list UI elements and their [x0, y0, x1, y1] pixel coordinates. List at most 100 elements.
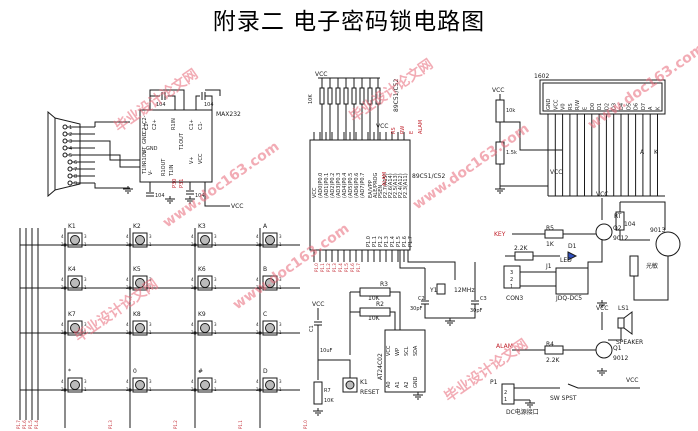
relay-label: J1	[545, 263, 552, 270]
key-label: K9	[198, 311, 206, 318]
junction-dot	[258, 388, 262, 392]
mcu-pin: P1.3	[384, 236, 390, 247]
lcd-pin: K	[656, 106, 662, 110]
resistor-value: 10K	[308, 94, 314, 104]
max232-pin: GND	[146, 146, 158, 152]
mcu-chip	[309, 139, 411, 251]
wire	[168, 95, 176, 110]
resistor-value: 10k	[506, 108, 515, 114]
key-pin: 2	[61, 285, 64, 290]
crystal-label: Y1	[429, 287, 438, 294]
key-switch	[67, 377, 83, 393]
key-pin: 2	[126, 387, 129, 392]
key-pin: 1	[84, 330, 87, 335]
lcd-pin: D4	[619, 103, 625, 110]
mcu-pin: (AD1)P0.1	[324, 173, 330, 198]
max232-left-pin: V-	[142, 149, 148, 154]
cap-label: C2	[418, 296, 425, 302]
wire	[390, 291, 401, 330]
net-label: P1.6	[350, 263, 355, 272]
vcc-label: VCC	[626, 377, 638, 384]
key-button	[70, 323, 80, 333]
net-label: P31	[179, 179, 185, 188]
vcc-label: VCC	[596, 191, 608, 198]
db9-pin	[62, 138, 68, 144]
key-label: D	[263, 368, 268, 375]
pullup-resistor	[335, 87, 341, 105]
mcu-pin: P1.2	[378, 236, 384, 247]
resistor-r5	[544, 229, 564, 239]
key-button	[70, 380, 80, 390]
junction-dot	[63, 286, 67, 290]
key-button	[265, 323, 275, 333]
key-button	[200, 323, 210, 333]
key-pin: 4	[191, 322, 194, 327]
max232-left-pin: GND	[142, 132, 148, 144]
key-pin: 2	[256, 242, 259, 247]
cap-value: 10uF	[320, 348, 333, 354]
db9-pin-number: 3	[69, 139, 72, 145]
key-button	[200, 235, 210, 245]
key-label: K3	[198, 223, 206, 230]
key-pin: 4	[191, 379, 194, 384]
wire	[95, 140, 140, 161]
key-pin: 1	[149, 387, 152, 392]
mcu-pin: (AD0)P0.0	[318, 173, 324, 198]
key-pin: 4	[126, 379, 129, 384]
net-label: P1.3	[332, 263, 337, 272]
lcd-pin: D0	[590, 103, 596, 110]
db9-shell	[47, 110, 56, 198]
pullup-resistor	[351, 87, 357, 105]
key-label: K2	[133, 223, 141, 230]
mcu-pin: P2.6(A14)	[388, 173, 394, 198]
resistor-r2	[359, 307, 391, 317]
key-pin: 4	[61, 234, 64, 239]
key-button	[70, 235, 80, 245]
eeprom-chip	[384, 329, 426, 393]
key-pin: 2	[256, 387, 259, 392]
transistor-q2	[595, 223, 613, 241]
key-pin: 3	[84, 322, 87, 327]
transistor-value: 9012	[613, 355, 628, 362]
mcu-pin: (AD7)P0.7	[360, 173, 366, 198]
key-button	[265, 235, 275, 245]
resistor-value: 10K	[368, 315, 381, 322]
key-pin: 4	[256, 379, 259, 384]
max232-name: MAX232	[216, 111, 241, 118]
key-label: C	[263, 311, 267, 318]
wire	[318, 359, 351, 378]
key-pin: 2	[61, 330, 64, 335]
lcd-pin: D6	[634, 103, 640, 110]
key-label: K5	[133, 266, 141, 273]
wire	[94, 183, 130, 189]
reset-button	[342, 377, 358, 393]
key-button	[265, 278, 275, 288]
lcd-pin: K	[654, 149, 659, 156]
max232-pin: C2-	[144, 121, 150, 130]
net-label: P1.2	[326, 263, 331, 272]
resistor-value: 104	[624, 221, 636, 228]
key-label: B	[263, 266, 267, 273]
db9-pin	[62, 145, 68, 151]
diode-label: D1	[568, 243, 577, 250]
db9-pin-number: 5	[69, 153, 72, 159]
wire	[94, 121, 130, 127]
db9-pin-number: 9	[74, 181, 77, 187]
pullup-resistor	[343, 87, 349, 105]
speaker-text: SPEAKER	[616, 339, 643, 346]
key-pin: 1	[214, 330, 217, 335]
key-pin: 2	[126, 285, 129, 290]
net-label: P1.1	[320, 263, 325, 272]
key-button	[135, 278, 145, 288]
key-label: 0	[133, 368, 137, 375]
key-pin: 2	[256, 285, 259, 290]
mcu-pin: P1.5	[396, 236, 402, 247]
mcu-pin: P2.7(A15)	[383, 173, 389, 198]
wire	[608, 328, 622, 341]
db9-pin-number: 8	[74, 174, 77, 180]
connector-pin: 3	[510, 270, 513, 276]
eeprom-name: AT24C02	[377, 353, 384, 380]
max232-left-pin: T1IN	[142, 162, 148, 175]
junction-dot	[128, 286, 132, 290]
